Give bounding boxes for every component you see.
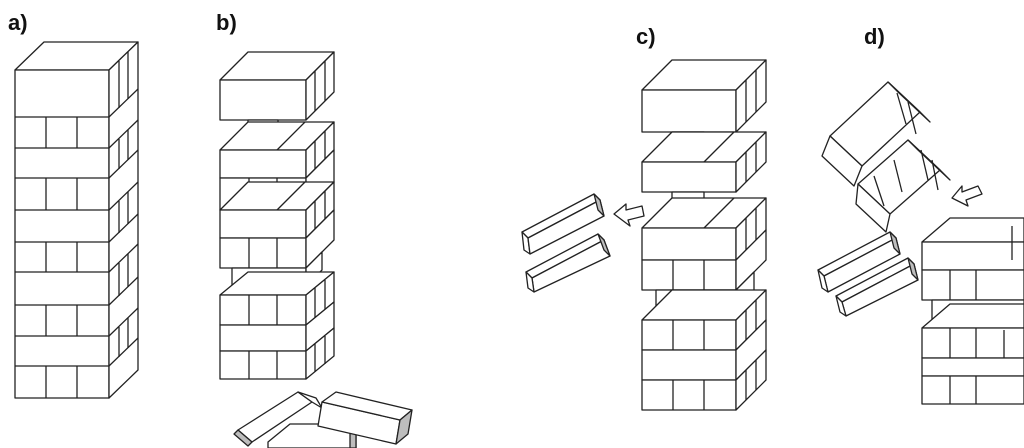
tower-b-falling-blocks (233, 391, 413, 448)
tower-d (817, 81, 1024, 405)
tower-a (14, 41, 139, 399)
removal-arrow-icon (951, 185, 983, 207)
removal-arrow-icon (613, 203, 645, 227)
tower-a-front-face (14, 69, 110, 399)
tower-d-removed-blocks (817, 231, 919, 317)
tower-a-side-face (108, 41, 139, 399)
panel-label-a: a) (8, 10, 28, 35)
tower-c-removed-blocks (521, 193, 611, 293)
panel-label-c: c) (636, 24, 656, 49)
tower-c (521, 59, 767, 411)
panel-label-d: d) (864, 24, 885, 49)
tower-b-top-front (219, 79, 307, 121)
tower-b (219, 51, 413, 448)
panel-label-b: b) (216, 10, 237, 35)
